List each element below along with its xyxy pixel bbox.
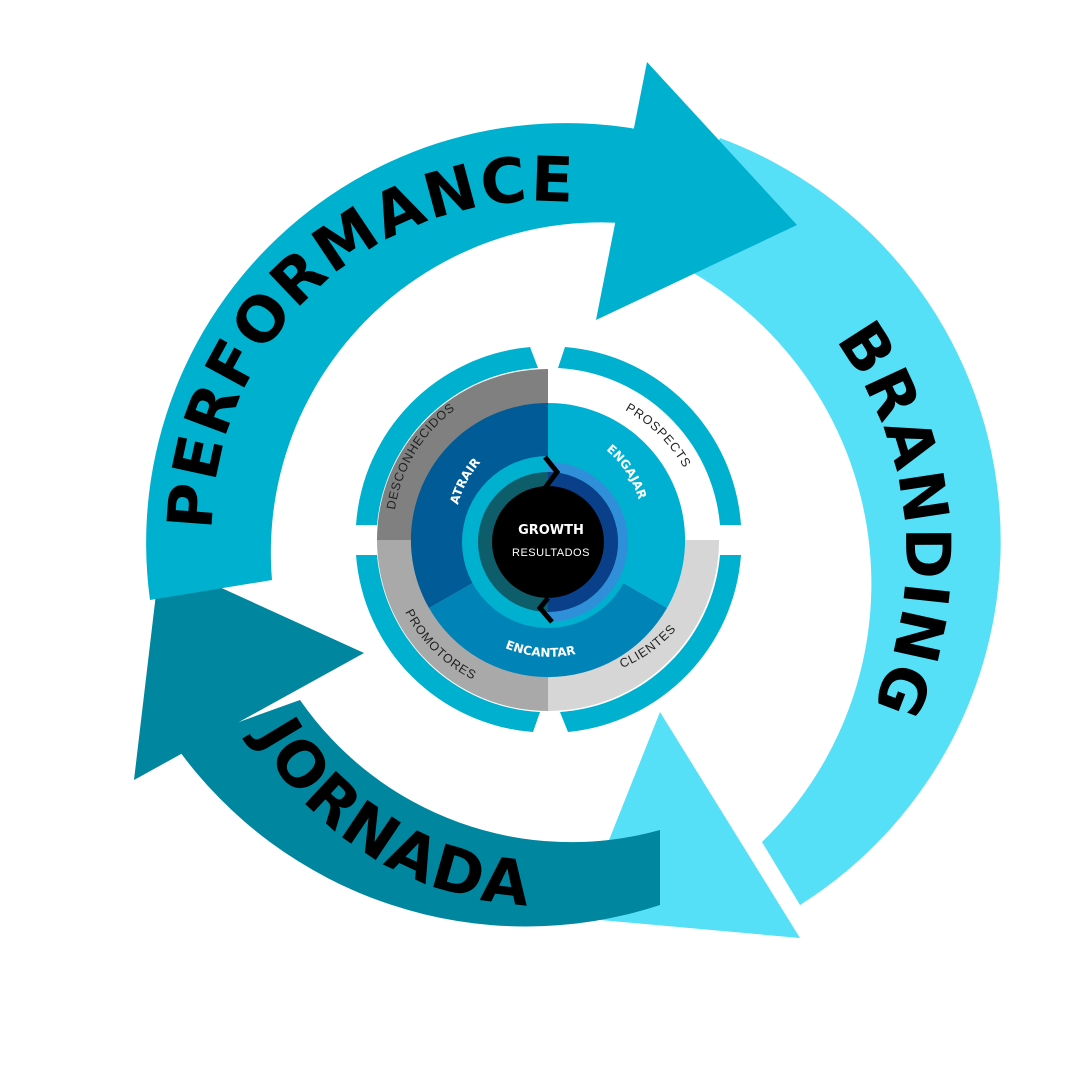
branding-arrow xyxy=(665,138,1001,905)
performance-arrow-head xyxy=(596,62,797,320)
jornada-arrow-head xyxy=(134,560,364,780)
jornada-arrow xyxy=(175,700,660,927)
inner-band-blue xyxy=(548,462,628,622)
core-title: GROWTH xyxy=(518,523,584,538)
growth-core xyxy=(492,486,604,598)
core-split-line xyxy=(536,455,561,624)
ring-seg-bl xyxy=(356,555,540,732)
ring-seg-tl xyxy=(356,347,538,525)
ring-seg-tr xyxy=(558,347,741,525)
performance-arrow xyxy=(146,123,700,600)
inner-wheel xyxy=(356,347,741,732)
core-subtitle: RESULTADOS xyxy=(512,547,590,559)
outer-cycle xyxy=(134,62,1001,938)
ring-seg-br xyxy=(560,555,741,732)
